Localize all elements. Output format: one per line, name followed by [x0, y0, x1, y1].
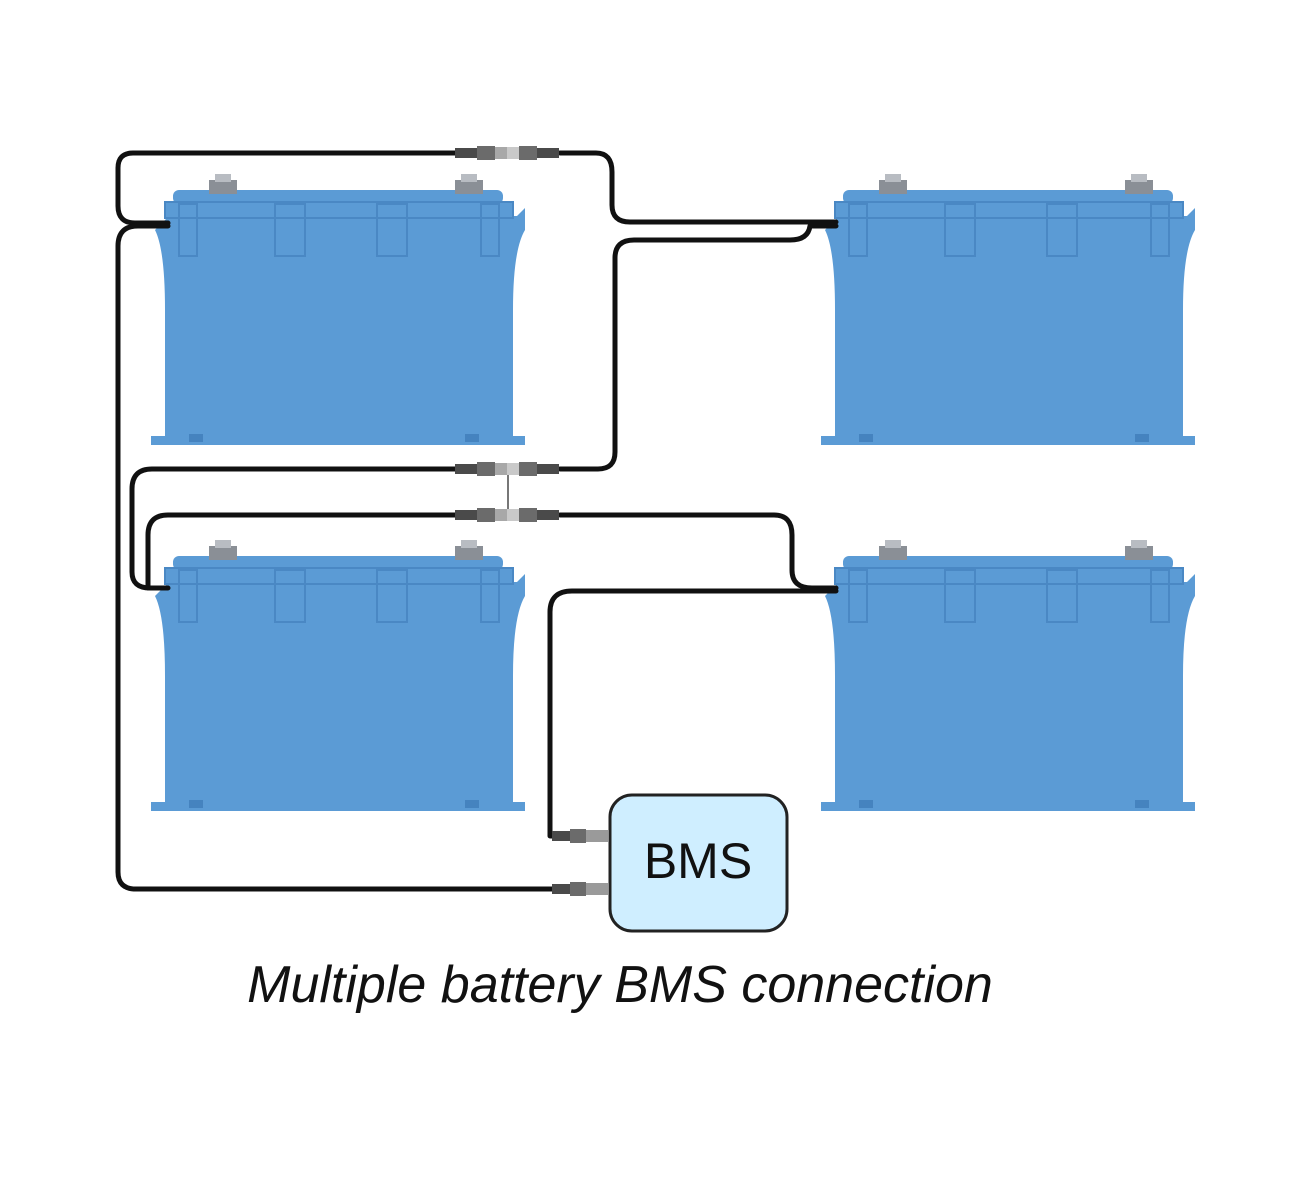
battery-bottom-right [820, 539, 1196, 812]
bms-label: BMS [644, 833, 752, 889]
cables [115, 150, 839, 892]
battery-bottom-left [150, 539, 526, 812]
diagram-caption: Multiple battery BMS connection [247, 956, 993, 1014]
connector-bms-lower [552, 882, 608, 896]
cable-br-to-bms [547, 588, 839, 839]
bms-box [608, 793, 789, 933]
bms-unit: BMS [608, 793, 789, 933]
cable-lower-left [145, 512, 458, 591]
cable-lower-right [557, 512, 839, 591]
connector-lower [455, 508, 559, 522]
cable-top-right [557, 150, 839, 225]
connector-bms-upper [552, 829, 608, 843]
cable-middle-to-bl [129, 466, 458, 591]
cable-tr-to-middle [557, 223, 839, 472]
battery-top-left [150, 173, 526, 446]
battery-top-right [820, 173, 1196, 446]
connector-top [455, 146, 559, 160]
connector-middle [455, 462, 559, 476]
cable-top-loop [115, 150, 458, 226]
cable-tl-to-bms [115, 223, 555, 892]
